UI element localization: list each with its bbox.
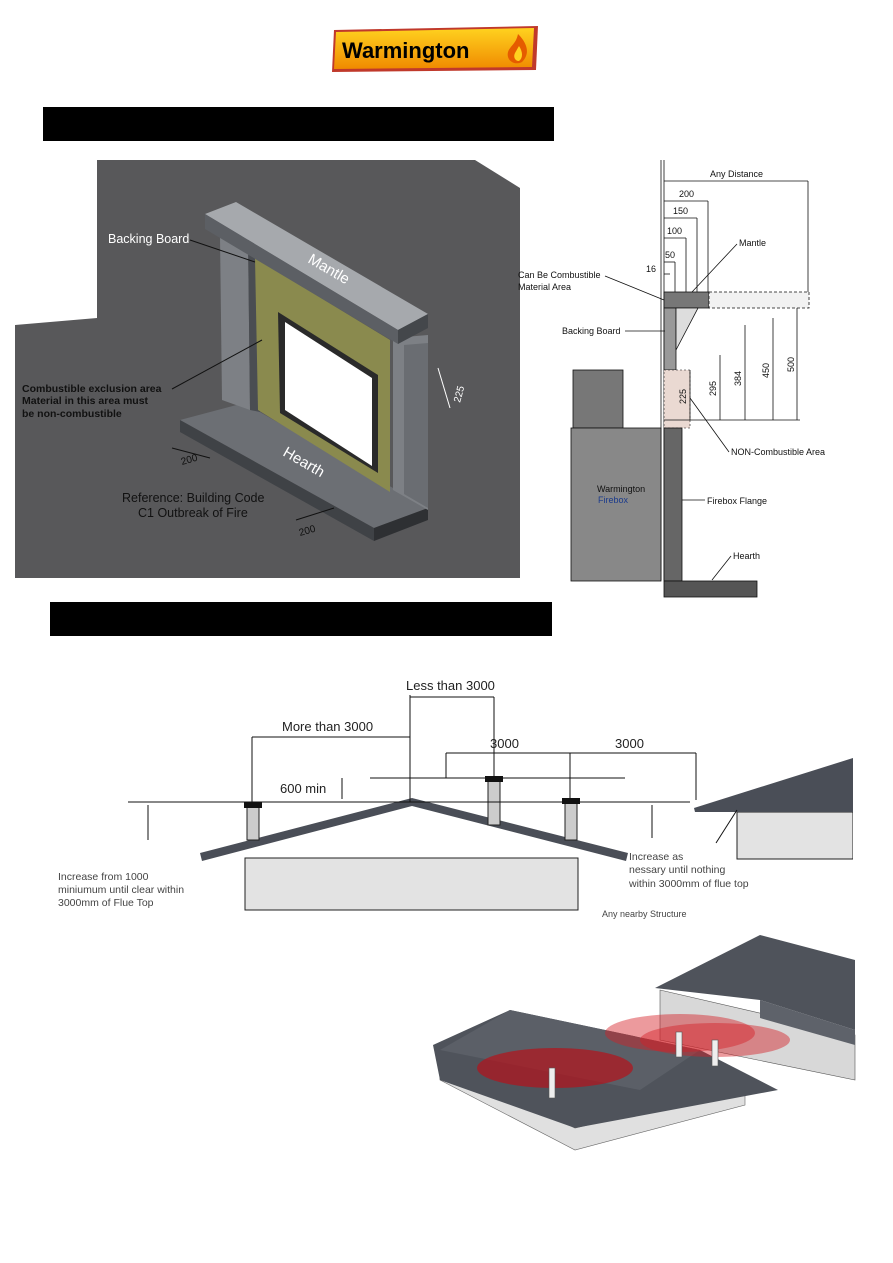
label-hearth: Hearth [733, 551, 760, 561]
label-100: 100 [667, 226, 682, 236]
label-combustible-1: Can Be Combustible [518, 270, 601, 280]
section-header-bar [43, 107, 554, 141]
dim-225: 225 [452, 384, 467, 403]
section-header-bar [50, 602, 552, 636]
label-firebox-2: Firebox [598, 495, 629, 505]
label-v500: 500 [786, 357, 796, 372]
side-section-drawing: Any Distance 200 150 100 50 16 Mantle Ca… [518, 160, 825, 598]
flue-clearance-drawing: Less than 3000 More than 3000 3000 3000 … [58, 678, 853, 919]
dim-200-left: 200 [180, 453, 199, 468]
roof-right [694, 758, 853, 812]
warmington-logo: Warmington [330, 24, 540, 74]
label-increase-right-2: nessary until nothing [629, 864, 725, 876]
label-non-combustible: NON-Combustible Area [731, 447, 825, 457]
roof-right-3d [655, 935, 855, 1030]
dim-200-right: 200 [298, 524, 317, 539]
label-v450: 450 [761, 363, 771, 378]
label-16: 16 [646, 264, 656, 274]
logo-text: Warmington [342, 38, 470, 63]
reference-line-2: C1 Outbreak of Fire [138, 506, 248, 520]
firebox-body [570, 427, 662, 582]
flame-icon [507, 34, 527, 64]
label-3000-a: 3000 [490, 736, 519, 751]
reference-line-1: Reference: Building Code [122, 491, 264, 505]
mantle-block [663, 291, 710, 309]
label-increase-left-2: miniumum until clear within [58, 884, 184, 896]
roof-zones-3d-drawing [433, 935, 856, 1151]
label-600-min: 600 min [280, 781, 326, 796]
label-v225: 225 [678, 389, 688, 404]
fireplace-iso-drawing: Backing Board Mantle Hearth 225 200 200 … [15, 160, 520, 578]
roof-left [200, 798, 628, 861]
exclusion-note-1: Combustible exclusion area [22, 383, 162, 395]
mantle-shelf [205, 202, 428, 330]
label-increase-right-3: within 3000mm of flue top [628, 878, 749, 890]
label-v295: 295 [708, 381, 718, 396]
backing-board-label: Backing Board [108, 232, 189, 246]
label-increase-left-1: Increase from 1000 [58, 871, 149, 883]
label-firebox-flange: Firebox Flange [707, 496, 767, 506]
label-any-distance: Any Distance [710, 169, 763, 179]
label-firebox-1: Warmington [597, 484, 645, 494]
label-combustible-2: Material Area [518, 282, 571, 292]
label-backing-board: Backing Board [562, 326, 621, 336]
exclusion-note-2: Material in this area must [22, 395, 149, 407]
label-200: 200 [679, 189, 694, 199]
label-nearby-structure: Any nearby Structure [602, 909, 687, 919]
label-increase-right-1: Increase as [629, 851, 683, 863]
label-50: 50 [665, 250, 675, 260]
hearth-block [663, 580, 758, 598]
hearth-slab [180, 403, 428, 528]
label-more-than-3000: More than 3000 [282, 719, 373, 734]
label-150: 150 [673, 206, 688, 216]
label-mantle: Mantle [739, 238, 766, 248]
label-3000-b: 3000 [615, 736, 644, 751]
label-less-than-3000: Less than 3000 [406, 678, 495, 693]
label-v384: 384 [733, 371, 743, 386]
label-increase-left-3: 3000mm of Flue Top [58, 897, 154, 909]
exclusion-note-3: be non-combustible [22, 408, 122, 420]
